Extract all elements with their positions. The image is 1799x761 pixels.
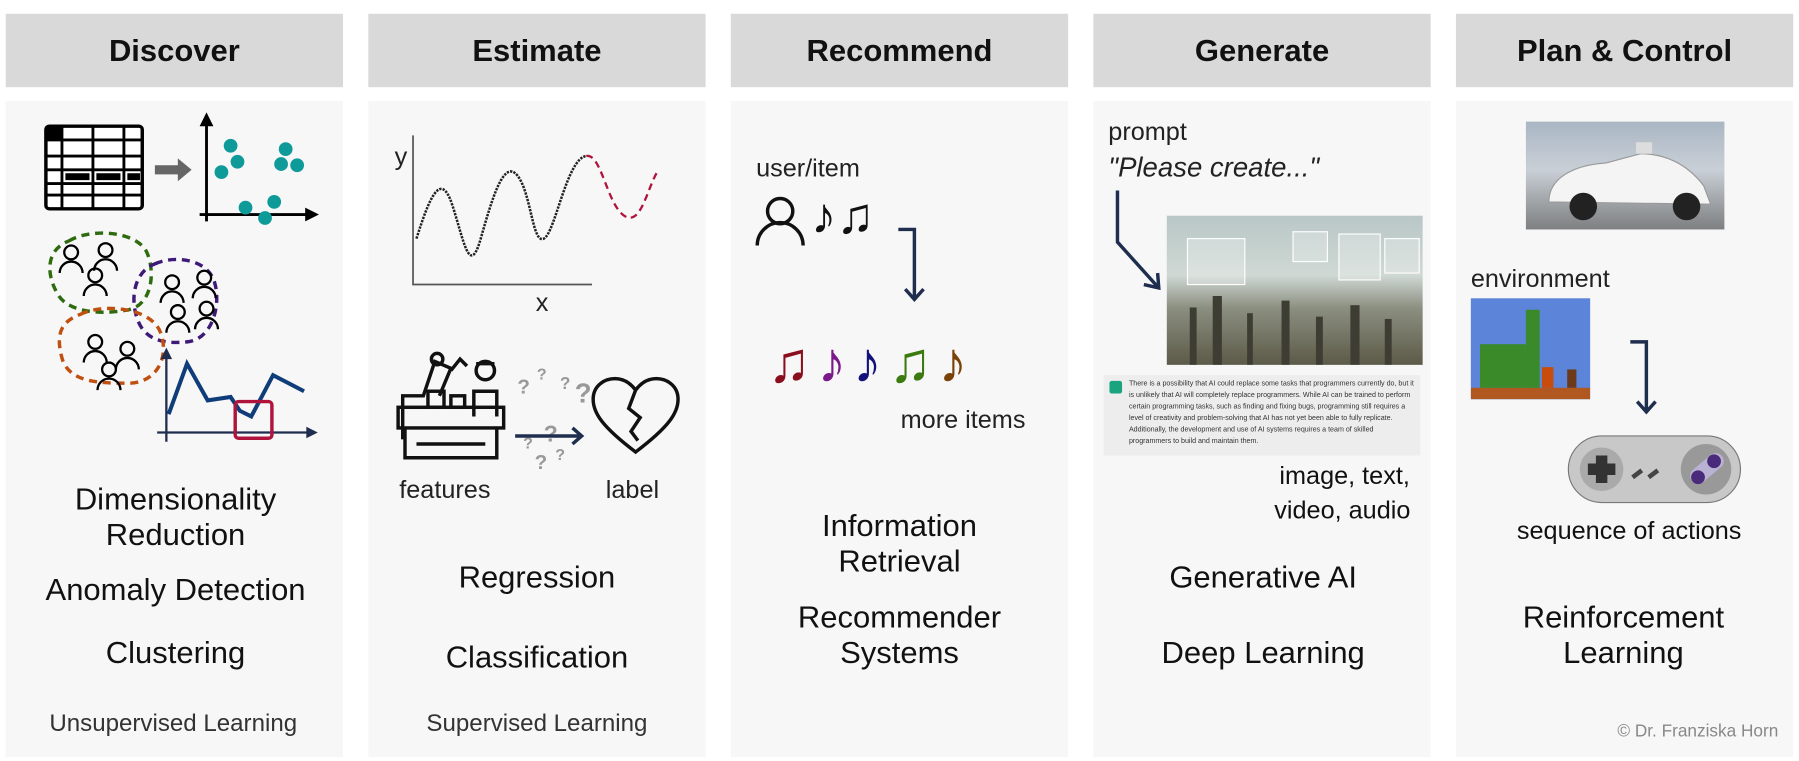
header-estimate: Estimate <box>368 13 706 88</box>
actions-label: sequence of actions <box>1516 516 1742 545</box>
regression-plot-icon <box>412 135 660 286</box>
label-retrieval: Retrieval <box>838 543 961 579</box>
header-generate: Generate <box>1093 13 1431 88</box>
arrow-down-right-icon <box>1115 190 1161 291</box>
modalities-line-2: video, audio <box>1274 495 1411 525</box>
svg-text:?: ? <box>575 378 592 409</box>
column-recommend: Recommend user/item ♪♫ ♫♪♪♫♪ more items … <box>730 0 1069 761</box>
user-item-label: user/item <box>756 153 860 183</box>
header-plan-control: Plan & Control <box>1455 13 1794 88</box>
panel-estimate: y x ???? ???? features label Regression … <box>368 100 706 758</box>
panel-generate: prompt "Please create..." There is a pos… <box>1093 100 1431 758</box>
arrow-down-icon <box>898 227 925 303</box>
arrow-down-icon <box>1630 340 1657 415</box>
label-anomaly-detection: Anomaly Detection <box>45 572 306 607</box>
panel-plan-control: environment sequence of actions Reinforc… <box>1455 100 1794 758</box>
broken-heart-icon <box>591 376 680 455</box>
modalities-line-1: image, text, <box>1279 461 1410 490</box>
header-recommend: Recommend <box>730 13 1069 88</box>
factory-robot-icon <box>396 351 506 460</box>
svg-text:?: ? <box>560 373 571 393</box>
copyright: © Dr. Franziska Horn <box>1617 721 1779 742</box>
category-supervised: Supervised Learning <box>426 710 648 737</box>
recommended-notes-icon: ♫♪♪♫♪ <box>767 330 975 395</box>
label-label: label <box>605 474 660 504</box>
label-regression: Regression <box>458 559 616 595</box>
scatter-plot-icon <box>199 112 319 225</box>
table-icon <box>44 124 144 211</box>
arrow-right-icon <box>154 158 192 182</box>
chatgpt-icon <box>1109 380 1123 394</box>
environment-label: environment <box>1470 263 1610 293</box>
svg-text:?: ? <box>555 446 565 464</box>
svg-text:?: ? <box>535 451 548 474</box>
axis-y-label: y <box>394 142 408 171</box>
label-systems: Systems <box>840 635 959 671</box>
label-recommender: Recommender <box>797 600 1002 635</box>
label-generative-ai: Generative AI <box>1169 559 1358 595</box>
column-generate: Generate prompt "Please create..." There… <box>1093 0 1431 761</box>
header-discover: Discover <box>5 13 344 88</box>
music-notes-icon: ♪♫ <box>811 188 875 245</box>
label-reinforcement: Reinforcement <box>1522 600 1725 635</box>
question-marks-icon: ???? ???? <box>517 366 592 474</box>
gamepad-icon <box>1567 435 1742 504</box>
svg-text:?: ? <box>517 376 530 399</box>
label-dimensionality: Dimensionality <box>74 481 277 517</box>
label-classification: Classification <box>445 640 629 675</box>
panel-recommend: user/item ♪♫ ♫♪♪♫♪ more items Informatio… <box>730 100 1069 758</box>
svg-text:?: ? <box>537 366 547 384</box>
more-items-label: more items <box>900 404 1026 434</box>
generated-image <box>1166 215 1423 365</box>
clusters-icon <box>48 231 220 391</box>
chat-response-text: There is a possibility that AI could rep… <box>1128 379 1414 446</box>
panel-discover: Dimensionality Reduction Anomaly Detecti… <box>5 100 344 758</box>
column-plan-control: Plan & Control environment sequence of a… <box>1455 0 1794 761</box>
prompt-label: prompt <box>1108 117 1187 146</box>
prompt-text: "Please create..." <box>1108 152 1320 184</box>
arrow-right-icon <box>515 426 585 446</box>
user-icon <box>755 196 805 246</box>
category-unsupervised: Unsupervised Learning <box>49 710 298 737</box>
label-deep-learning: Deep Learning <box>1161 635 1365 671</box>
anomaly-line-chart-icon <box>157 347 318 442</box>
game-environment-image <box>1470 298 1591 400</box>
label-clustering: Clustering <box>105 635 246 671</box>
label-learning: Learning <box>1563 635 1684 671</box>
features-label: features <box>399 474 491 504</box>
svg-text:?: ? <box>523 435 533 453</box>
label-information: Information <box>821 508 977 543</box>
self-driving-car-image <box>1525 121 1725 230</box>
column-discover: Discover Dimensionality Reduction Anomal… <box>5 0 344 761</box>
svg-text:?: ? <box>544 421 558 447</box>
column-estimate: Estimate y x ???? ???? features label Re… <box>368 0 706 761</box>
axis-x-label: x <box>535 287 549 317</box>
label-reduction: Reduction <box>105 517 246 552</box>
chat-response: There is a possibility that AI could rep… <box>1103 375 1421 456</box>
